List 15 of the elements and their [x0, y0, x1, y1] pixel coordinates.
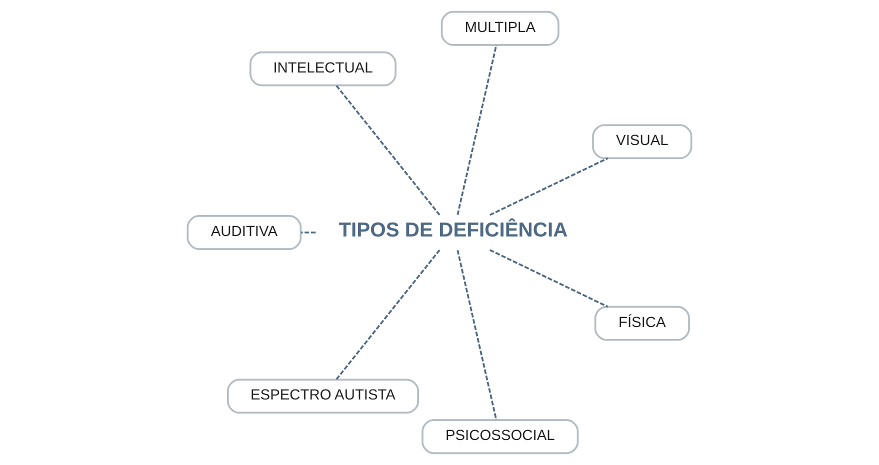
node-box: FÍSICA [594, 306, 690, 341]
connector [456, 44, 498, 215]
node-box: MULTIPLA [440, 10, 560, 46]
connector [336, 84, 440, 216]
node-box: ESPECTRO AUTISTA [227, 378, 419, 414]
connector [300, 232, 316, 234]
node-box: AUDITIVA [186, 215, 302, 250]
node-box: INTELECTUAL [250, 51, 396, 86]
node-box: VISUAL [592, 124, 692, 160]
connector [490, 157, 608, 216]
connector [490, 249, 608, 308]
node-text: TIPOS DE DEFICIÊNCIA [338, 220, 568, 242]
connector [336, 249, 440, 380]
node-box: PSICOSSOCIAL [422, 419, 579, 454]
connector [456, 250, 498, 420]
